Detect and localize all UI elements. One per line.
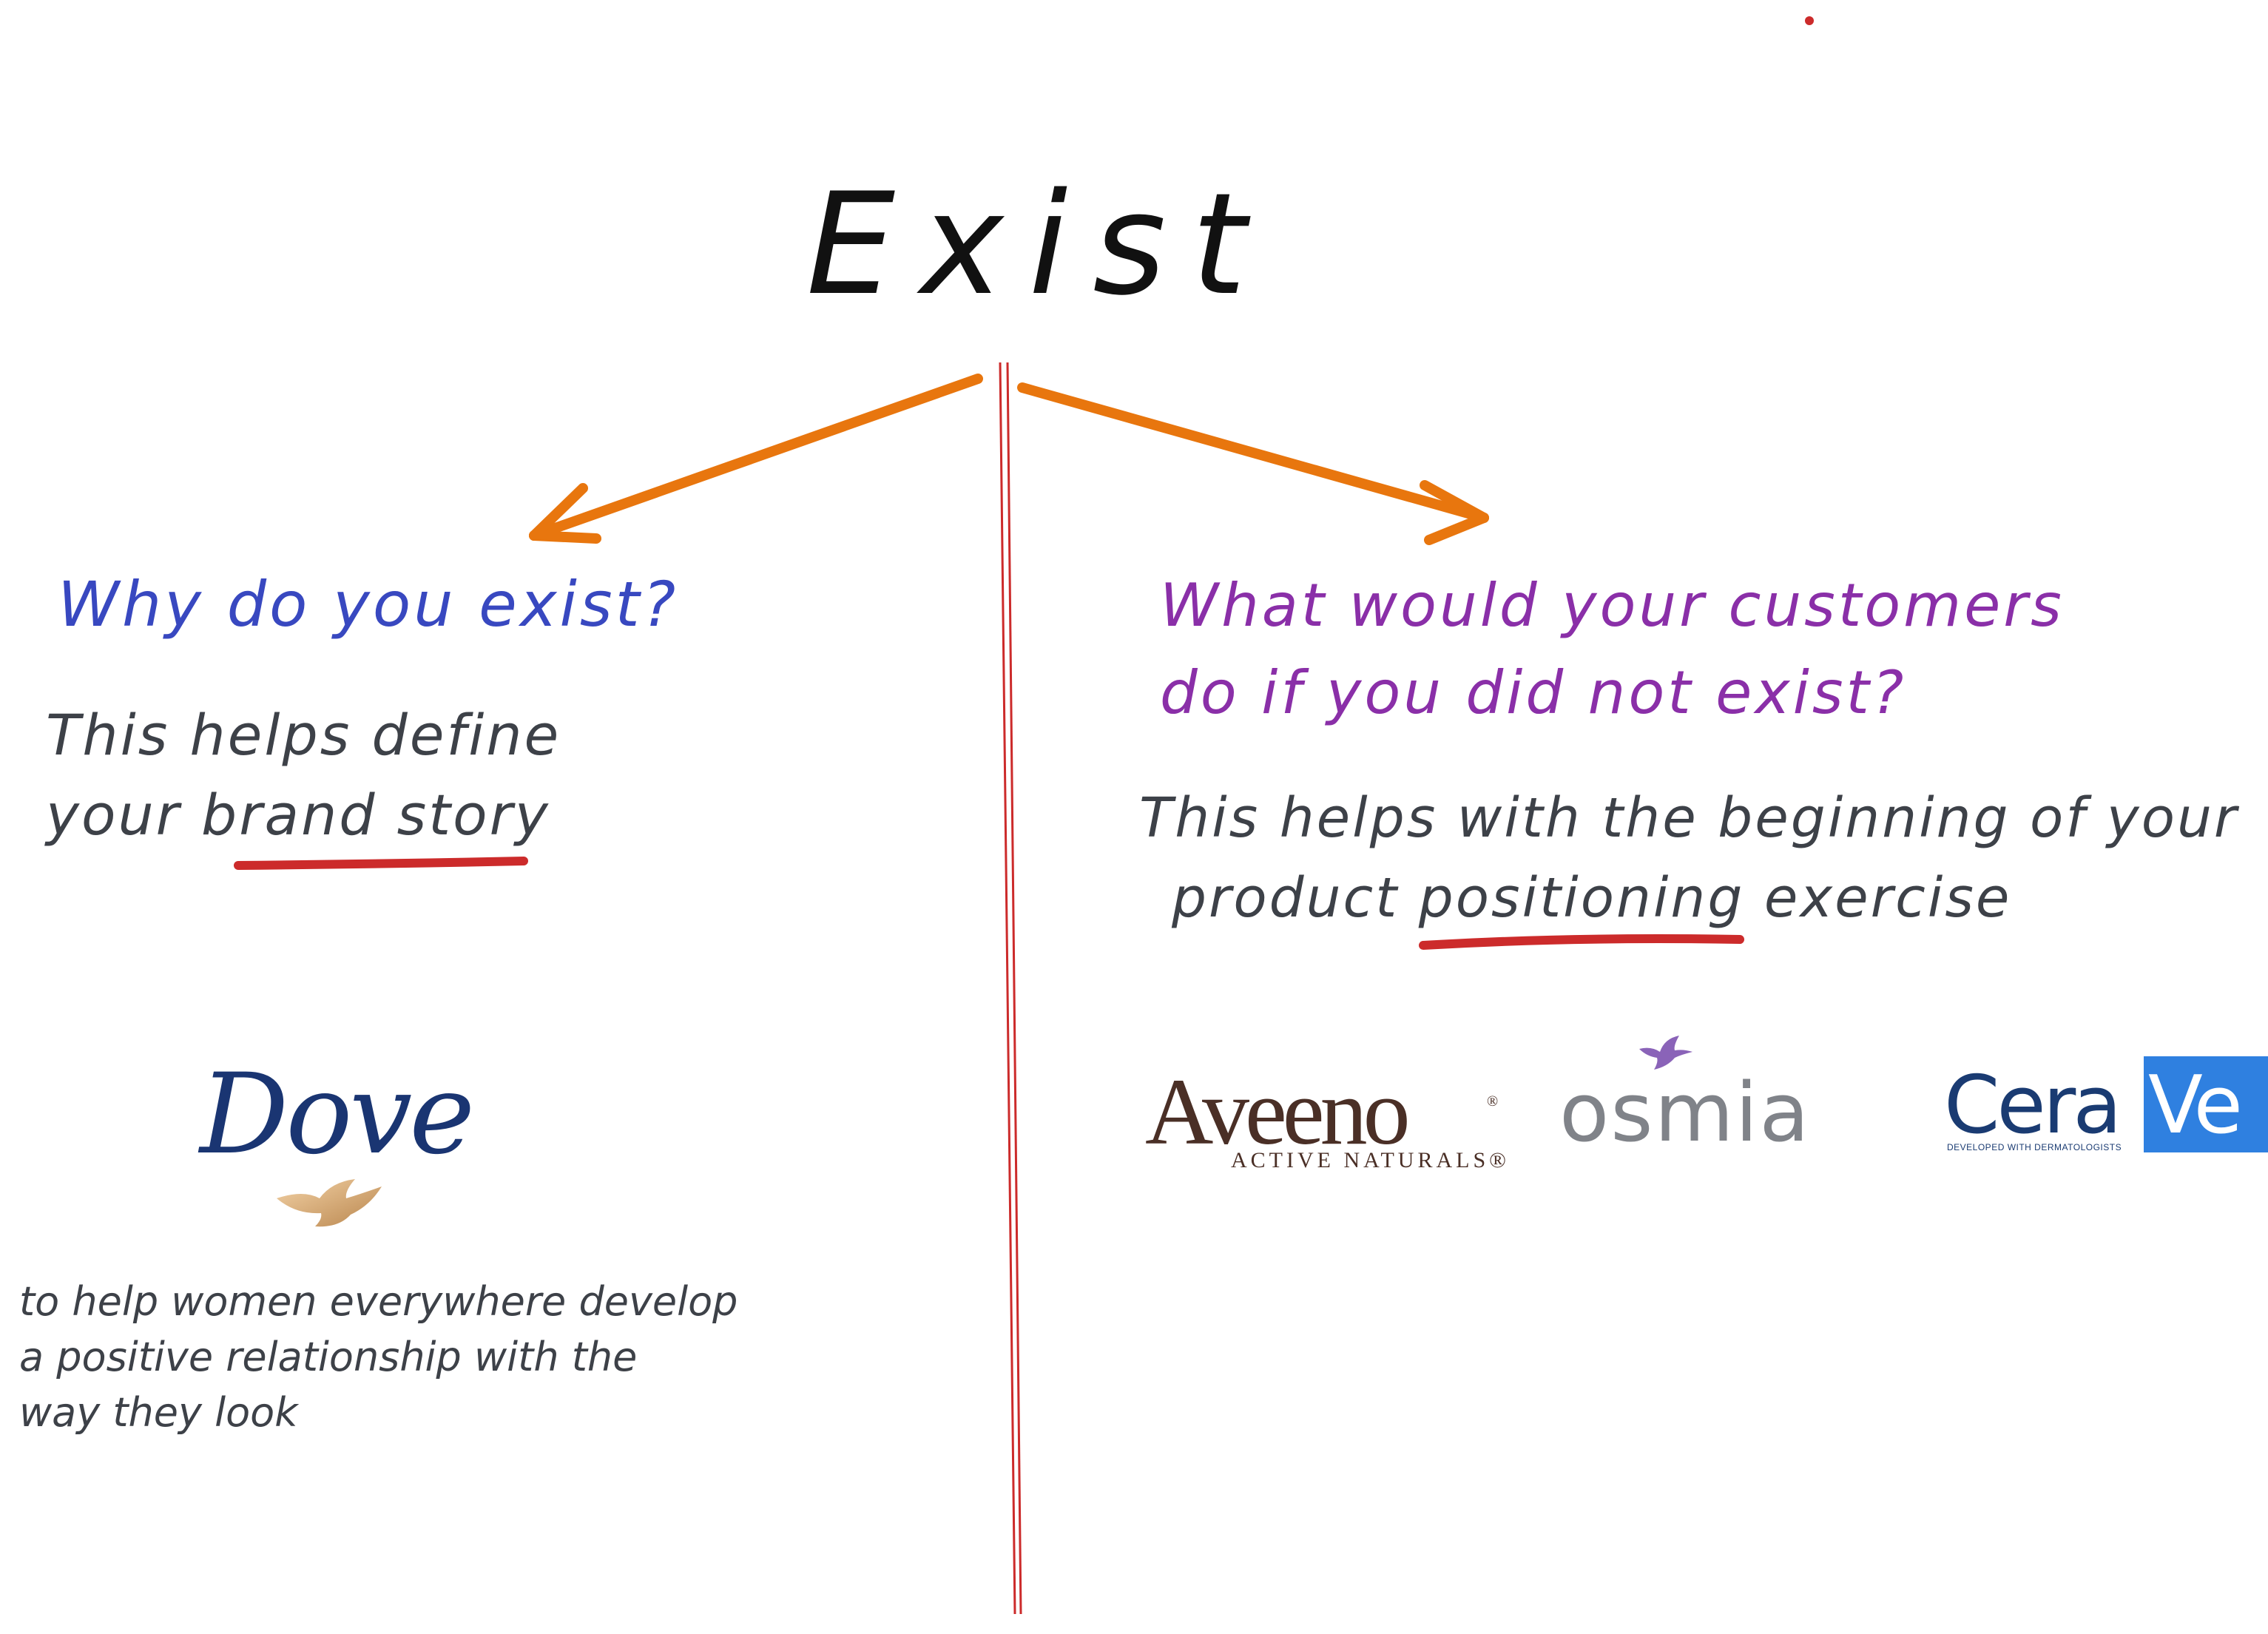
page-title: Exist <box>806 163 1272 326</box>
hummingbird-icon <box>1639 1036 1692 1070</box>
aveeno-registered-mark: ® <box>1487 1093 1499 1110</box>
right-note: This helps with the beginning of your pr… <box>1139 778 2249 938</box>
underline-brand-story <box>234 857 528 870</box>
center-divider-line-a <box>999 362 1016 1615</box>
dove-logo-text: Dove <box>200 1050 475 1179</box>
dove-mission-text: to help women everywhere develop a posit… <box>19 1274 781 1440</box>
red-dot <box>1805 16 1814 25</box>
osmia-logo-text: osmia <box>1559 1065 1811 1160</box>
cerave-logo-ve: Ve <box>2148 1059 2243 1152</box>
right-question-line-1: What would your customers <box>1160 571 2065 640</box>
right-question-line-2: do if you did not exist? <box>1160 658 1907 727</box>
cerave-tagline: DEVELOPED WITH DERMATOLOGISTS <box>1947 1142 2122 1152</box>
dove-bird-icon <box>277 1179 382 1227</box>
aveeno-logo-text: Aveeno <box>1145 1059 1411 1164</box>
right-note-line-1: This helps with the beginning of your <box>1139 786 2239 850</box>
left-note: This helps define your brand story <box>46 695 608 855</box>
left-note-line-2: your brand story <box>46 782 550 848</box>
cerave-logo-box <box>2144 1056 2268 1152</box>
mission-line-2: a positive relationship with the <box>19 1334 638 1380</box>
cerave-logo-text: Cera <box>1944 1059 2122 1152</box>
left-note-line-1: This helps define <box>46 702 561 768</box>
arrow-left-icon <box>529 374 983 544</box>
center-divider-line-b <box>1006 362 1022 1615</box>
right-note-line-2: product positioning exercise <box>1172 866 2012 930</box>
right-question: What would your customers do if you did … <box>1160 562 2181 737</box>
mission-line-1: to help women everywhere develop <box>19 1278 738 1325</box>
left-question: Why do you exist? <box>58 568 679 641</box>
underline-positioning <box>1419 934 1744 950</box>
arrow-right-icon <box>1017 382 1489 545</box>
aveeno-tagline: ACTIVE NATURALS® <box>1231 1148 1510 1172</box>
mission-line-3: way they look <box>19 1389 298 1436</box>
